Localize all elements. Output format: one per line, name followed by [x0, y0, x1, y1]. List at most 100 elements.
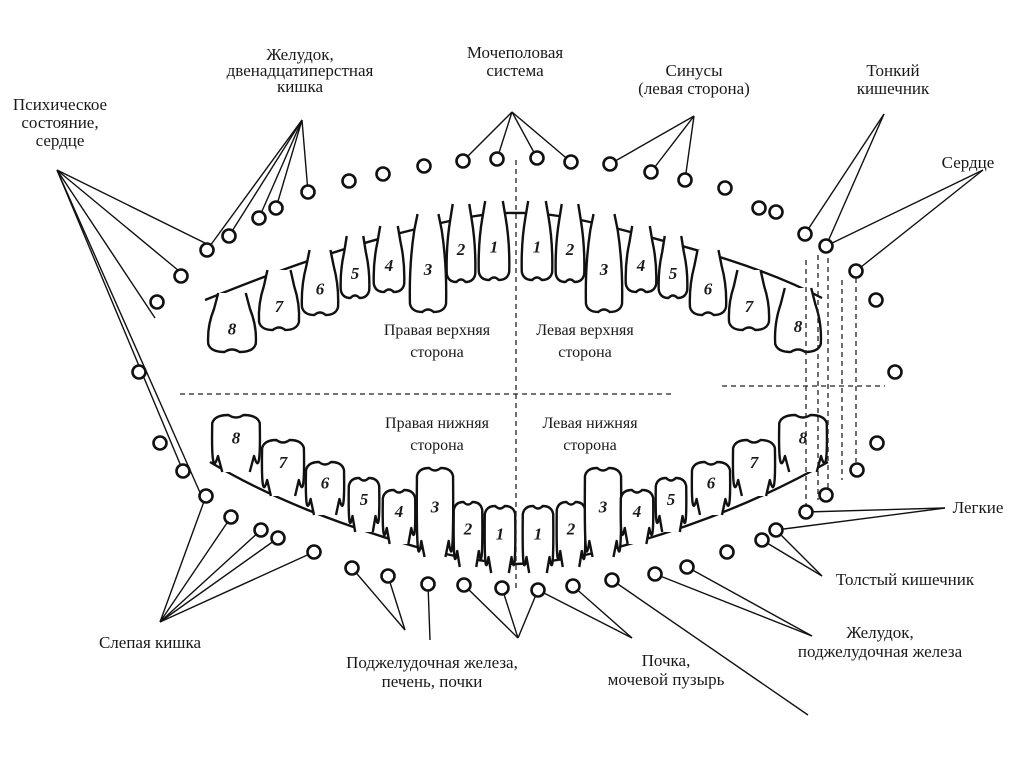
leader-line [775, 507, 946, 531]
tooth-upper-right-5 [372, 225, 406, 294]
acupoint-marker [797, 226, 813, 242]
tooth-lower-left-5 [654, 476, 688, 533]
tooth-number: 5 [360, 490, 369, 509]
label-stomach-pancreas: поджелудочная железа [798, 642, 963, 661]
label-psych: состояние, [21, 113, 98, 132]
tooth-number: 5 [351, 264, 360, 283]
acupoint-marker [754, 532, 770, 548]
label-cecum: Слепая кишка [99, 633, 202, 652]
acupoint-marker [270, 530, 286, 546]
label-texts: Психическоесостояние,сердцеЖелудок,двена… [13, 43, 1004, 691]
leader-line [206, 119, 303, 251]
tooth-upper-right-6 [408, 213, 448, 314]
tooth-upper-left-7 [727, 269, 771, 332]
tooth-number: 4 [632, 502, 642, 521]
tooth-number: 5 [667, 490, 676, 509]
acupoint-marker [455, 153, 471, 169]
acupoint-marker [341, 173, 357, 189]
label-pancreas-liver-kidneys: печень, почки [382, 672, 483, 691]
acupoint-marker [199, 242, 215, 258]
label-sinuses: (левая сторона) [638, 79, 750, 98]
acupoint-marker [717, 180, 733, 196]
leader-line [804, 113, 885, 235]
tooth-number: 7 [279, 453, 289, 472]
acupoint-marker [251, 210, 267, 226]
tooth-number: 7 [275, 297, 285, 316]
tooth-upper-left-1 [520, 200, 554, 282]
label-lungs: Легкие [953, 498, 1004, 517]
tooth-lower-right-4 [347, 476, 381, 533]
tooth-number: 4 [636, 256, 646, 275]
acupoint-marker [131, 364, 147, 380]
tooth-number: 2 [566, 520, 576, 539]
tooth-lower-right-5 [381, 488, 417, 545]
label-sinuses: Синусы [665, 61, 723, 80]
label-kidney-bladder: Почка, [642, 651, 691, 670]
tooth-number: 8 [228, 320, 237, 339]
quadrant-label-lower-left: сторона [563, 437, 617, 454]
label-large-intestine: Толстый кишечник [836, 570, 975, 589]
acupoint-marker [818, 487, 834, 503]
acupoint-marker [375, 166, 391, 182]
quadrant-label-upper-right: сторона [410, 344, 464, 361]
leader-line [511, 111, 572, 163]
acupoint-marker [868, 292, 884, 308]
tooth-number: 1 [490, 238, 499, 257]
leader-line [462, 111, 513, 162]
tooth-number: 6 [704, 280, 713, 299]
label-psych: сердце [36, 131, 85, 150]
leader-line [159, 529, 262, 623]
label-small-intestine: Тонкий [866, 61, 919, 80]
tooth-number: 3 [599, 260, 609, 279]
tooth-lower-left-6 [690, 460, 732, 516]
leader-line [805, 507, 946, 513]
acupoint-marker [563, 154, 579, 170]
leader-line [56, 169, 180, 272]
leader-line [387, 575, 406, 631]
tooth-number: 6 [316, 280, 325, 299]
quadrant-label-upper-left: Левая верхняя [536, 322, 634, 339]
label-small-intestine: кишечник [857, 79, 930, 98]
acupoint-marker [848, 263, 864, 279]
tooth-upper-left-8 [773, 287, 823, 354]
leader-line [501, 587, 519, 639]
tooth-lower-left-8 [777, 413, 829, 473]
leader-line [654, 573, 813, 637]
acupoint-marker [380, 568, 396, 584]
acupoint-marker [173, 268, 189, 284]
tooth-lower-left-7 [731, 438, 777, 497]
acupoint-marker [175, 463, 191, 479]
label-stomach-pancreas: Желудок, [846, 623, 914, 642]
leader-line [301, 119, 309, 193]
acupoint-marker [416, 158, 432, 174]
tooth-number: 1 [534, 525, 543, 544]
leader-lines [56, 111, 984, 716]
tooth-lower-left-4 [619, 488, 655, 545]
tooth-upper-left-6 [688, 249, 728, 317]
tooth-number: 3 [423, 260, 433, 279]
acupoint-marker [253, 522, 269, 538]
leader-line [572, 585, 633, 639]
tooth-number: 4 [384, 256, 394, 275]
acupoint-marker [677, 172, 693, 188]
tooth-number: 7 [745, 297, 755, 316]
tooth-upper-right-8 [477, 200, 511, 282]
tooth-number: 2 [565, 240, 575, 259]
leader-line [537, 589, 633, 639]
leader-line [761, 539, 823, 577]
leader-line [463, 584, 519, 639]
quadrant-label-lower-left: Левая нижняя [542, 415, 638, 432]
leader-line [275, 119, 303, 209]
acupoint-marker [198, 488, 214, 504]
tooth-upper-right-3 [300, 249, 340, 317]
label-urogenital: Мочеполовая [467, 43, 564, 62]
leader-line [228, 119, 303, 237]
leader-line [686, 566, 813, 637]
acupoint-marker [887, 364, 903, 380]
label-stomach-duodenum: двенадцатиперстная [227, 61, 374, 80]
tooth-number: 5 [669, 264, 678, 283]
acupoint-marker [420, 576, 436, 592]
acupoint-marker [530, 582, 546, 598]
